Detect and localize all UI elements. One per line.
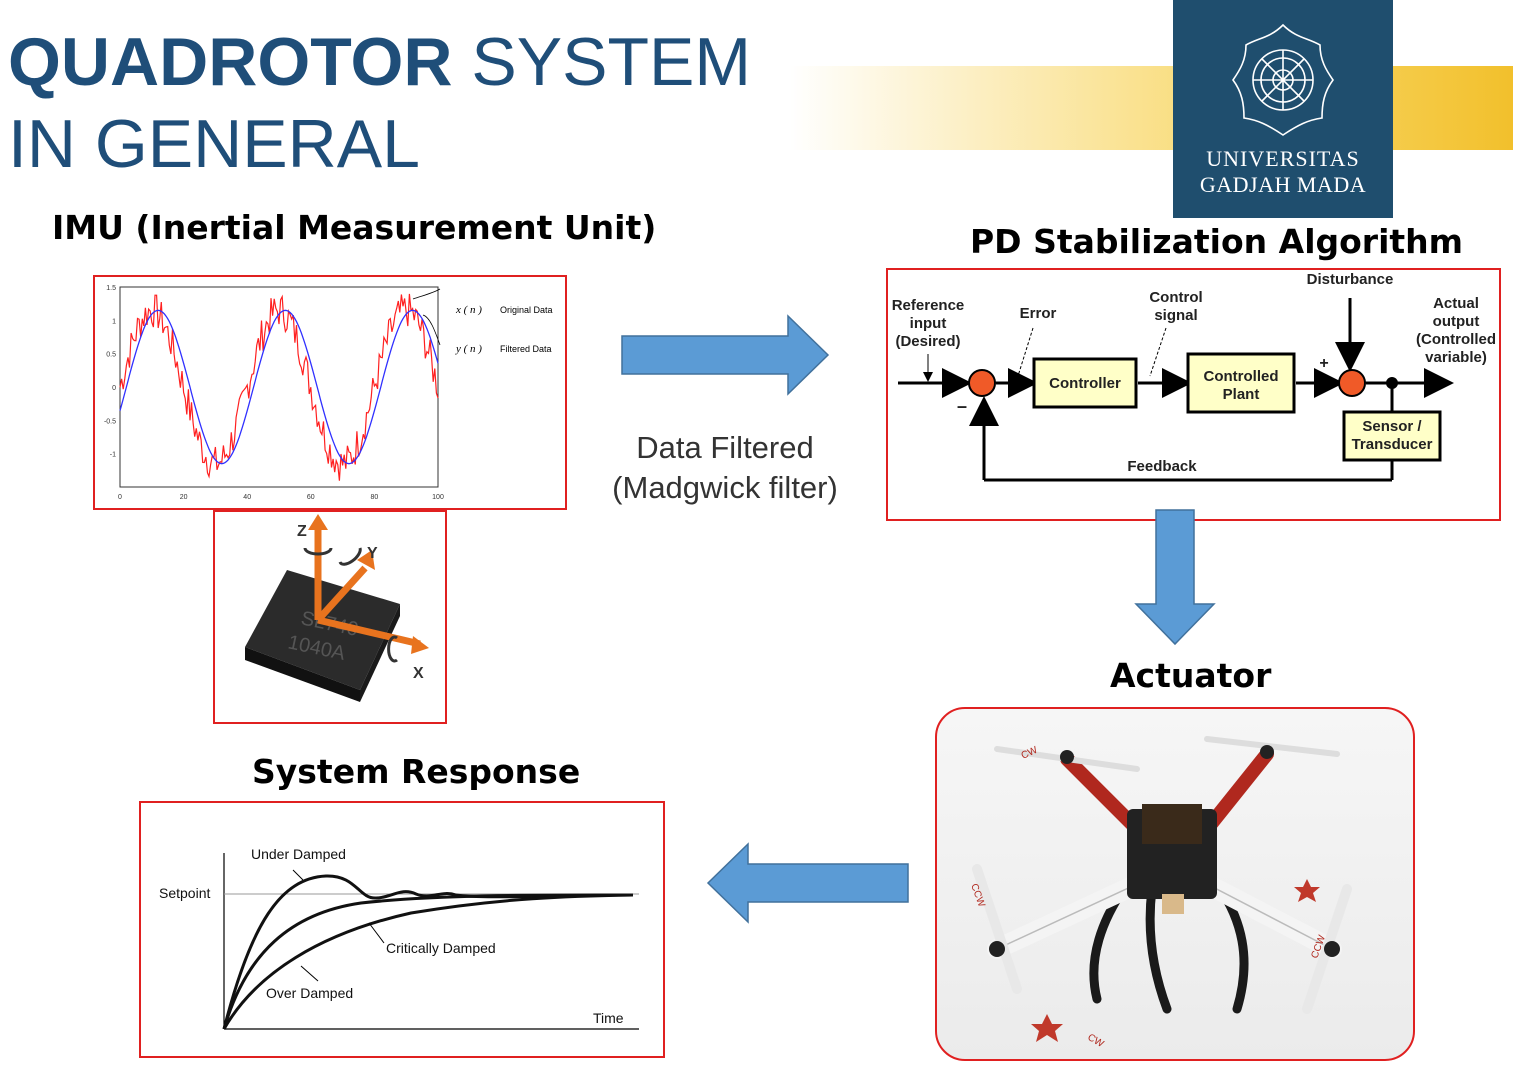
sensor-label-2: Transducer bbox=[1352, 436, 1433, 453]
imu-ytick: -1 bbox=[110, 452, 116, 459]
imu-ytick: 1.5 bbox=[106, 285, 116, 292]
imu-plot: 1.5 1 0.5 0 -0.5 -1 0 20 40 60 80 100 x ( n ) Origi… bbox=[104, 285, 553, 501]
output-label-3: (Controlled bbox=[1416, 331, 1496, 348]
feedback-label: Feedback bbox=[1127, 458, 1197, 475]
ref-label-3: (Desired) bbox=[895, 333, 960, 350]
control-signal-1: Control bbox=[1149, 289, 1202, 306]
disturbance-label: Disturbance bbox=[1307, 271, 1394, 288]
ref-label-1: Reference bbox=[892, 297, 965, 314]
output-label-1: Actual bbox=[1433, 295, 1479, 312]
pd-heading: PD Stabilization Algorithm bbox=[970, 222, 1464, 261]
overdamped-label: Over Damped bbox=[266, 985, 353, 1001]
imu-xtick: 40 bbox=[243, 494, 251, 501]
imu-ytick: -0.5 bbox=[104, 418, 116, 425]
output-label-4: variable) bbox=[1425, 349, 1487, 366]
prop-label-2: CW bbox=[1020, 744, 1040, 761]
logo-text-line1: UNIVERSITAS bbox=[1206, 146, 1360, 171]
slide-title-line2: IN GENERAL bbox=[8, 106, 420, 182]
control-signal-2: signal bbox=[1154, 307, 1197, 324]
time-label: Time bbox=[593, 1010, 624, 1026]
original-data-line bbox=[119, 293, 439, 481]
legend-y-symbol: y ( n ) bbox=[455, 343, 482, 355]
quadcopter-image: CCW CW CCW CW bbox=[968, 736, 1352, 1050]
actuator-frame: CCW CW CCW CW bbox=[935, 707, 1415, 1061]
prop-label-4: CW bbox=[1086, 1032, 1106, 1050]
plant-label-2: Plant bbox=[1223, 386, 1260, 403]
plus-sign: + bbox=[1319, 355, 1328, 372]
imu-xtick: 0 bbox=[118, 494, 122, 501]
imu-xtick: 80 bbox=[371, 494, 379, 501]
sensor-frame: SL740 1040A Z Y X bbox=[213, 510, 447, 724]
arrow-label-line2: (Madgwick filter) bbox=[612, 470, 838, 505]
legend-x-symbol: x ( n ) bbox=[455, 304, 482, 316]
output-label-2: output bbox=[1433, 313, 1480, 330]
emblem-icon bbox=[1232, 23, 1334, 136]
block-diagram: Reference input (Desired) Error Control … bbox=[892, 271, 1496, 482]
arrow-label-line1: Data Filtered bbox=[636, 430, 814, 465]
block-diagram-frame: Reference input (Desired) Error Control … bbox=[886, 268, 1501, 521]
ref-label-2: input bbox=[910, 315, 947, 332]
banner-stripe bbox=[790, 66, 1513, 150]
response-frame: Setpoint Under Damped Critically Damped … bbox=[139, 801, 665, 1058]
legend-x-label: Original Data bbox=[500, 305, 553, 315]
imu-ytick: 0 bbox=[112, 385, 116, 392]
underdamped-label: Under Damped bbox=[251, 846, 346, 862]
title-rest: SYSTEM bbox=[452, 24, 752, 100]
imu-heading: IMU (Inertial Measurement Unit) bbox=[52, 208, 657, 247]
logo-text-line2: GADJAH MADA bbox=[1199, 172, 1367, 197]
university-logo bbox=[1173, 0, 1393, 218]
imu-xtick: 60 bbox=[307, 494, 315, 501]
axis-z-label: Z bbox=[297, 523, 307, 540]
legend-y-label: Filtered Data bbox=[500, 344, 552, 354]
minus-sign: – bbox=[957, 396, 967, 416]
axis-x-label: X bbox=[413, 665, 424, 682]
filtered-data-line bbox=[119, 309, 439, 465]
axis-y-label: Y bbox=[367, 545, 378, 562]
response-heading: System Response bbox=[252, 752, 581, 791]
imu-ytick: 0.5 bbox=[106, 352, 116, 359]
arrow-right bbox=[621, 314, 830, 396]
error-label: Error bbox=[1020, 305, 1057, 322]
sensor-chip-illustration: SL740 1040A Z Y X bbox=[245, 514, 429, 702]
plant-label-1: Controlled bbox=[1204, 368, 1279, 385]
imu-ytick: 1 bbox=[112, 318, 116, 325]
sensor-label-1: Sensor / bbox=[1362, 418, 1422, 435]
critically-damped-label: Critically Damped bbox=[386, 940, 496, 956]
controller-label: Controller bbox=[1049, 375, 1121, 392]
imu-plot-frame: 1.5 1 0.5 0 -0.5 -1 0 20 40 60 80 100 x ( n ) Origi… bbox=[93, 275, 567, 510]
response-graph: Setpoint Under Damped Critically Damped … bbox=[159, 846, 639, 1030]
arrow-label: Data Filtered (Madgwick filter) bbox=[590, 428, 860, 508]
arrow-down bbox=[1134, 509, 1216, 646]
slide-title: QUADROTOR SYSTEM bbox=[8, 22, 751, 102]
actuator-heading: Actuator bbox=[1110, 656, 1272, 695]
imu-xtick: 100 bbox=[432, 494, 444, 501]
setpoint-label: Setpoint bbox=[159, 885, 210, 901]
arrow-left bbox=[706, 842, 909, 924]
imu-xtick: 20 bbox=[180, 494, 188, 501]
title-bold: QUADROTOR bbox=[8, 24, 453, 100]
